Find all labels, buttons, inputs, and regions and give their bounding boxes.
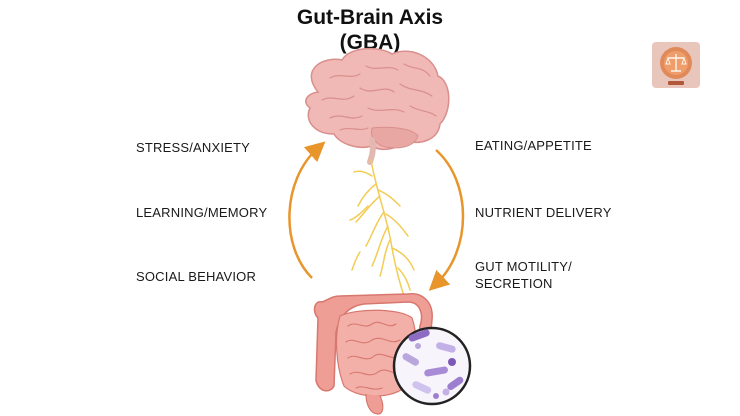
- nerve-icon: [349, 159, 415, 297]
- arrow-brain-to-gut: [428, 149, 465, 291]
- label-nutrient-delivery: NUTRIENT DELIVERY: [475, 205, 612, 220]
- scale-logo-icon: [660, 47, 692, 85]
- label-learning-memory: LEARNING/MEMORY: [136, 205, 268, 220]
- arrow-gut-to-brain: [288, 141, 326, 279]
- title-line-2: (GBA): [339, 31, 401, 54]
- brain-icon: [305, 47, 450, 165]
- label-social-behavior: SOCIAL BEHAVIOR: [136, 269, 257, 284]
- label-stress-anxiety: STRESS/ANXIETY: [136, 140, 251, 155]
- intestine-icon: [313, 292, 433, 415]
- title-line-1: Gut-Brain Axis: [296, 6, 444, 29]
- bacteria-magnifier-icon: [392, 326, 472, 406]
- label-gut-motility: GUT MOTILITY/: [475, 259, 572, 274]
- label-eating-appetite: EATING/APPETITE: [475, 138, 592, 153]
- logo-badge: [652, 42, 700, 88]
- label-secretion: SECRETION: [475, 276, 553, 291]
